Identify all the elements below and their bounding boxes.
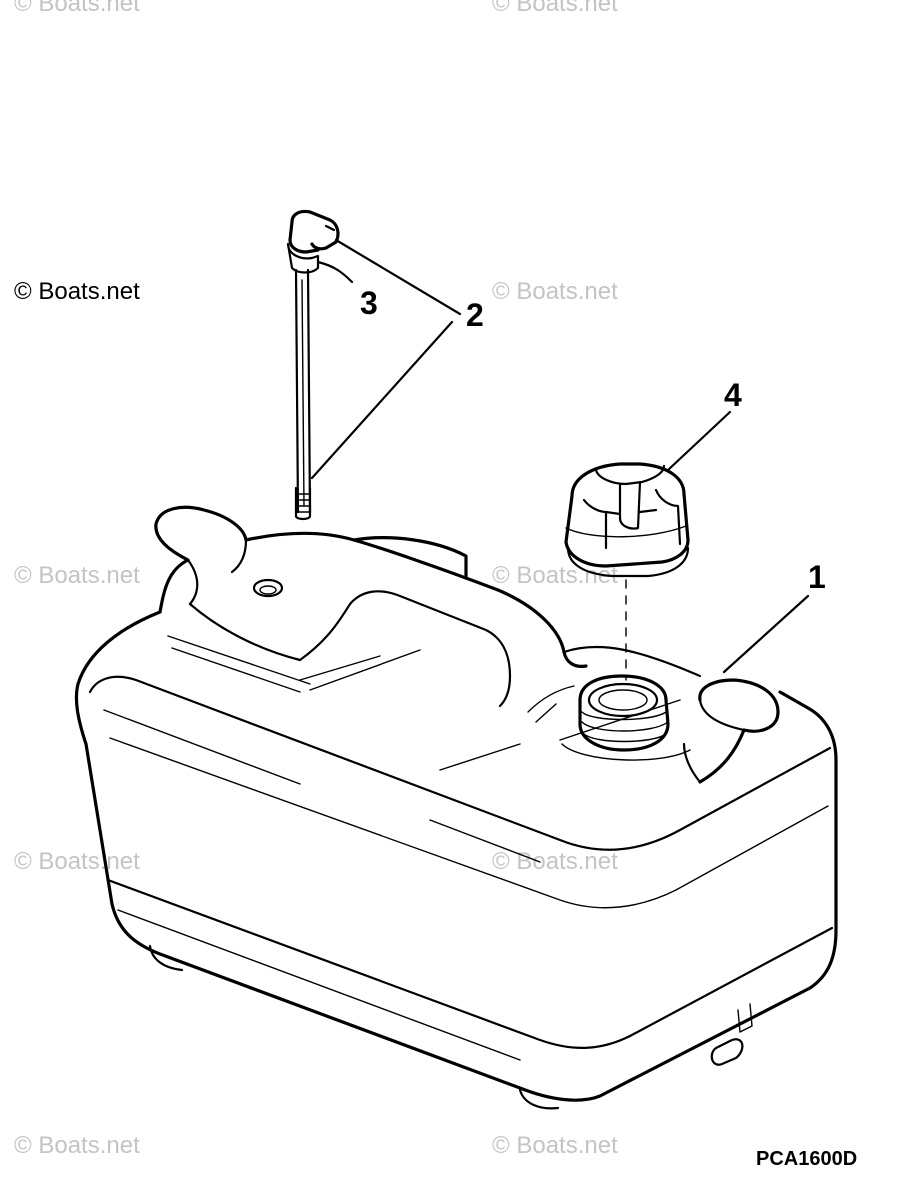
fuel-tank [74, 505, 838, 1110]
watermark: © Boats.net [492, 0, 618, 17]
callout-4: 4 [724, 377, 742, 413]
watermark: © Boats.net [14, 0, 140, 17]
copyright-notice: © Boats.net [14, 278, 140, 305]
callout-1: 1 [808, 559, 826, 595]
fuel-cap [564, 462, 690, 681]
leader-lines [310, 238, 810, 674]
figure-code: PCA1600D [756, 1148, 858, 1170]
fuel-gauge-assembly [286, 209, 340, 521]
watermark: © Boats.net [14, 1132, 140, 1159]
watermark: © Boats.net [492, 1132, 618, 1159]
watermark: © Boats.net [14, 848, 140, 875]
watermark: © Boats.net [14, 562, 140, 589]
callout-2: 2 [466, 297, 484, 333]
callout-3: 3 [360, 285, 378, 321]
watermark: © Boats.net [492, 278, 618, 305]
watermark: © Boats.net [492, 848, 618, 875]
